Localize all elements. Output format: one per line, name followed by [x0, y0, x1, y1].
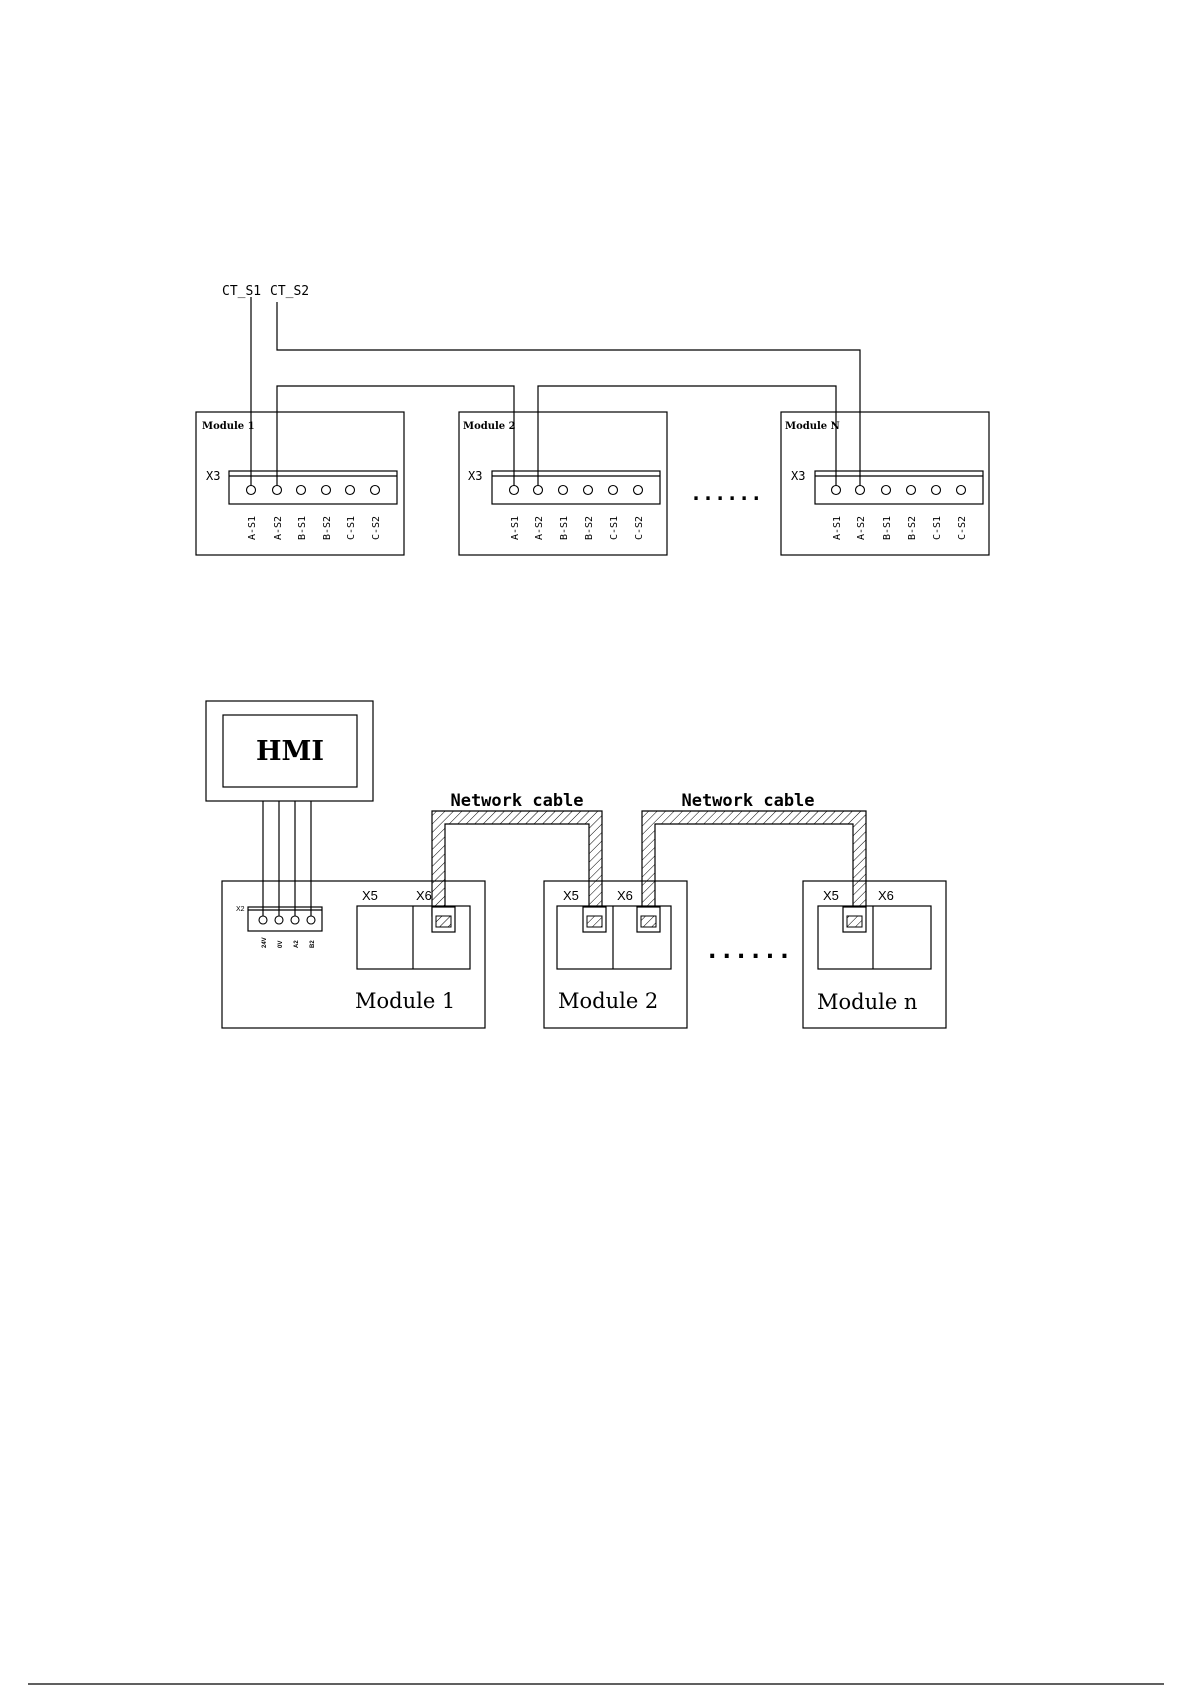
rj45-plug [587, 916, 602, 927]
wire-ct-s2-to-moduleN [277, 302, 860, 490]
port-label-x5: X5 [823, 888, 839, 903]
terminal-labels: A-S1 A-S2 B-S1 B-S2 C-S1 C-S2 [832, 516, 968, 540]
terminal-label: B-S2 [907, 516, 918, 540]
terminal-label: A-S1 [832, 516, 843, 540]
ellipsis: ...... [705, 936, 792, 964]
hmi-device: HMI [206, 701, 373, 801]
terminal-labels: A-S1 A-S2 B-S1 B-S2 C-S1 C-S2 [247, 516, 382, 540]
power-connector-label: X2 [236, 906, 245, 913]
terminal-label: B-S2 [322, 516, 333, 540]
cable-label: Network cable [681, 791, 814, 811]
module-title: Module 2 [463, 421, 516, 432]
ct-s1-label: CT_S1 [222, 284, 261, 299]
ct-module-1: Module 1 X3 A-S1 A-S2 B-S1 B-S2 C-S1 C-S… [196, 412, 404, 555]
terminal-c-s1 [346, 486, 355, 495]
terminal-label: C-S1 [932, 516, 943, 540]
terminal-label: B-S1 [297, 516, 308, 540]
hmi-power-wires [263, 801, 311, 918]
terminal-label: A-S1 [247, 516, 258, 540]
port-label-x5: X5 [563, 888, 579, 903]
terminal-b-s1 [882, 486, 891, 495]
terminal-b-s2 [584, 486, 593, 495]
terminal-c-s1 [932, 486, 941, 495]
terminal-label: C-S2 [957, 516, 968, 540]
terminal-label: 0V [278, 941, 284, 948]
connector-label: X3 [206, 469, 220, 483]
terminal-row [510, 486, 643, 495]
terminal-label: C-S1 [609, 516, 620, 540]
terminal-label: C-S2 [371, 516, 382, 540]
terminal-label: B2 [310, 940, 316, 948]
rj45-plug [436, 916, 451, 927]
terminal-a-s1 [832, 486, 841, 495]
terminal-24v [259, 916, 267, 924]
module-title: Module 1 [202, 421, 255, 432]
terminal-c-s1 [609, 486, 618, 495]
hmi-network-diagram: HMI Network cable Network cable X2 [206, 701, 946, 1028]
port-label-x6: X6 [617, 888, 633, 903]
terminal-label: 24V [262, 937, 268, 948]
cable-label: Network cable [450, 791, 583, 811]
port-label-x6: X6 [878, 888, 894, 903]
ct-module-n: Module N X3 A-S1 A-S2 B-S1 B-S2 C-S1 C-S… [781, 412, 989, 555]
rj45-plug [641, 916, 656, 927]
ct-s2-label: CT_S2 [270, 284, 309, 299]
terminal-label: A-S2 [534, 516, 545, 540]
terminal-a-s1 [247, 486, 256, 495]
ellipsis: ...... [690, 481, 762, 505]
terminal-c-s2 [634, 486, 643, 495]
terminal-label: B-S1 [882, 516, 893, 540]
module-title: Module 1 [355, 989, 455, 1013]
module-title: Module N [785, 421, 840, 432]
terminal-label: B-S2 [584, 516, 595, 540]
terminal-a-s2 [534, 486, 543, 495]
terminal-b2 [307, 916, 315, 924]
module-title: Module 2 [558, 989, 658, 1013]
port-label-x5: X5 [362, 888, 378, 903]
terminal-label: B-S1 [559, 516, 570, 540]
terminal-a-s2 [273, 486, 282, 495]
terminal-a2 [291, 916, 299, 924]
terminal-c-s2 [957, 486, 966, 495]
terminal-label: A2 [294, 940, 300, 948]
terminal-label: A-S2 [273, 516, 284, 540]
ct-wires [251, 297, 860, 490]
ports-block [818, 906, 931, 969]
net-module-n: X5 X6 Module n [803, 881, 946, 1028]
terminal-label: A-S2 [856, 516, 867, 540]
terminal-c-s2 [371, 486, 380, 495]
module-title: Module n [817, 990, 917, 1014]
hmi-label: HMI [256, 736, 324, 767]
power-terminal-labels: 24V 0V A2 B2 [262, 937, 316, 948]
ct-wiring-diagram: CT_S1 CT_S2 Module 1 X3 A [196, 284, 989, 555]
terminal-label: C-S1 [346, 516, 357, 540]
terminal-row [247, 486, 380, 495]
terminal-a-s2 [856, 486, 865, 495]
terminal-0v [275, 916, 283, 924]
terminal-label: C-S2 [634, 516, 645, 540]
terminal-b-s2 [322, 486, 331, 495]
terminal-b-s1 [559, 486, 568, 495]
terminal-label: A-S1 [510, 516, 521, 540]
connector-label: X3 [791, 469, 805, 483]
net-module-2: X5 X6 Module 2 [544, 881, 687, 1028]
ct-module-2: Module 2 X3 A-S1 A-S2 B-S1 B-S2 C-S1 C-S… [459, 412, 667, 555]
connector-label: X3 [468, 469, 482, 483]
terminal-b-s2 [907, 486, 916, 495]
terminal-b-s1 [297, 486, 306, 495]
terminal-row [832, 486, 966, 495]
terminal-labels: A-S1 A-S2 B-S1 B-S2 C-S1 C-S2 [510, 516, 645, 540]
port-label-x6: X6 [416, 888, 432, 903]
rj45-plug [847, 916, 862, 927]
terminal-a-s1 [510, 486, 519, 495]
